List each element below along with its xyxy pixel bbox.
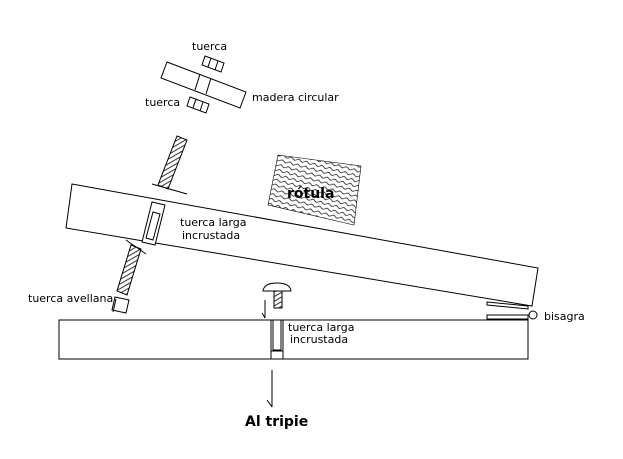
label-tuerca-larga-upper-1: tuerca larga bbox=[180, 216, 246, 229]
label-rotula: rótula bbox=[287, 186, 334, 202]
nut-bottom bbox=[186, 96, 210, 114]
upper-screw bbox=[157, 135, 188, 190]
label-tuerca-avellana: tuerca avellana bbox=[28, 292, 113, 305]
rotula-block bbox=[267, 154, 362, 226]
nut-top bbox=[201, 55, 225, 73]
bisagra-hinge bbox=[486, 301, 538, 320]
label-bisagra: bisagra bbox=[544, 310, 585, 323]
label-al-tripie: Al tripie bbox=[245, 414, 308, 430]
embedded-nut-lower bbox=[270, 319, 284, 360]
base-board bbox=[58, 319, 529, 360]
bolt bbox=[262, 282, 292, 309]
tuerca-avellana bbox=[111, 296, 130, 314]
label-tuerca-top: tuerca bbox=[192, 40, 227, 53]
arrow-to-tripod bbox=[266, 370, 273, 408]
label-madera-circular: madera circular bbox=[252, 91, 339, 104]
arrow-small bbox=[261, 300, 266, 319]
tilted-board bbox=[65, 183, 539, 307]
label-tuerca-larga-lower-1: tuerca larga bbox=[288, 321, 354, 334]
label-tuerca-larga-upper-2: incrustada bbox=[182, 229, 240, 242]
lower-screw bbox=[116, 244, 142, 296]
madera-circular bbox=[160, 61, 247, 109]
label-tuerca-larga-lower-2: incrustada bbox=[290, 333, 348, 346]
label-tuerca-bottom: tuerca bbox=[145, 96, 180, 109]
embedded-nut-upper bbox=[141, 201, 166, 246]
